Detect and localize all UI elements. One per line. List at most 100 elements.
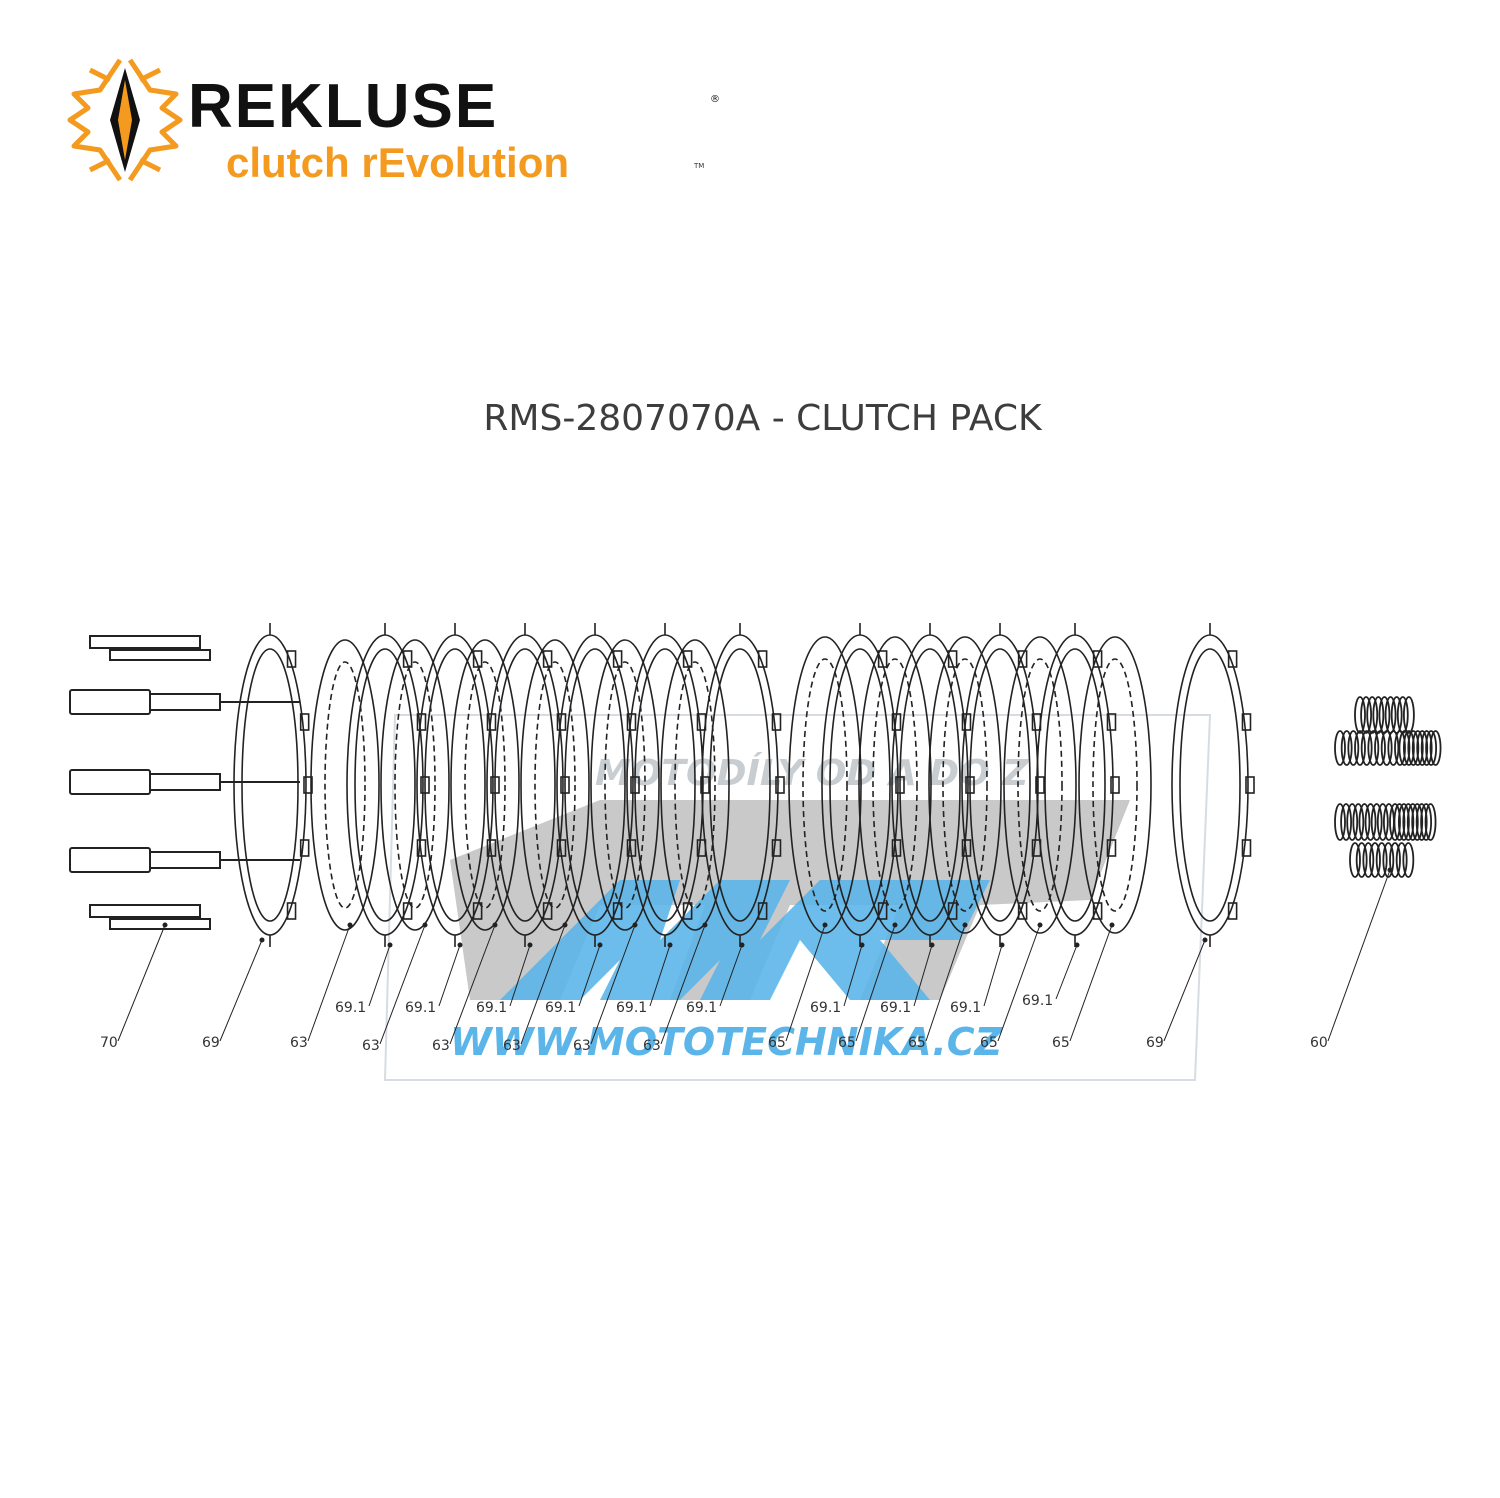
spring-3-coil-3 (1407, 730, 1420, 766)
plate-69-1b-3-inner (1044, 648, 1106, 922)
plate-63-5-inner (674, 661, 716, 909)
plate-63-2 (450, 639, 520, 931)
plate-69-1b-3-tab-4 (1092, 902, 1103, 920)
plate-69-1b-2 (961, 623, 1045, 947)
spring-4-coil-7 (1376, 803, 1389, 841)
spring-5-coil-4 (1406, 803, 1419, 841)
plate-69-1-0-inner (354, 648, 416, 922)
leader-dot-c691f (739, 942, 745, 948)
callout-c63c: 63 (432, 1038, 450, 1054)
spring-4-coil-1 (1340, 803, 1353, 841)
spring-6-coil-1 (1355, 842, 1368, 878)
spring-3-coil-8 (1429, 730, 1442, 766)
callout-c691j: 69.1 (1022, 993, 1053, 1009)
leader-dot-c63f (702, 922, 708, 928)
plate-69-1-0-outer (346, 634, 424, 936)
plate-69-1-0-tab-4 (402, 902, 413, 920)
block-tab-1 (149, 773, 221, 791)
spring-2-coil-8 (1387, 730, 1400, 766)
plate-69-1b-3-tab-1 (1106, 713, 1117, 731)
leader-c65d (997, 924, 1041, 1042)
leader-c63e (590, 924, 636, 1045)
part-60-springs (1334, 696, 1442, 878)
part-70-spring-blocks (69, 635, 300, 930)
callout-c691g: 69.1 (810, 1000, 841, 1016)
callout-c69b: 69 (1146, 1035, 1164, 1051)
leader-c691h (913, 944, 933, 1007)
spring-4-coil-6 (1370, 803, 1383, 841)
plate-69-1-5 (701, 623, 785, 947)
plate-65-4-outer (1078, 636, 1152, 934)
leader-c691f (719, 944, 743, 1007)
spring-6 (1349, 842, 1415, 878)
plate-65-0-inner (802, 658, 848, 912)
spring-4-coil-2 (1346, 803, 1359, 841)
leader-c63f (660, 924, 706, 1045)
callout-c65b: 65 (838, 1035, 856, 1051)
callout-c65a: 65 (768, 1035, 786, 1051)
callout-c691c: 69.1 (476, 1000, 507, 1016)
plate-65-3 (1003, 636, 1077, 934)
plate-69-right-tab-4 (1227, 902, 1238, 920)
plate-69-1b-0-tab-0 (877, 650, 888, 668)
plate-69-left-tab-3 (299, 839, 310, 857)
callout-c691e: 69.1 (616, 1000, 647, 1016)
plate-63-1 (380, 639, 450, 931)
leader-c691c (509, 944, 531, 1007)
leader-dot-c70 (162, 922, 168, 928)
spring-5-coil-5 (1411, 803, 1424, 841)
block-tab-0 (149, 693, 221, 711)
callout-c70: 70 (100, 1035, 118, 1051)
spring-6-coil-6 (1389, 842, 1401, 878)
small-block-b-0 (109, 649, 211, 661)
plate-69-1b-1 (891, 623, 975, 947)
plate-69-right-inner (1179, 648, 1241, 922)
spring-5 (1389, 803, 1437, 841)
plate-65-3-inner (1017, 658, 1063, 912)
callout-c691d: 69.1 (545, 1000, 576, 1016)
leader-c691d (578, 944, 601, 1007)
leader-c65a (785, 924, 826, 1042)
spring-3-coil-6 (1420, 730, 1433, 766)
rekluse-logo: REKLUSE ® clutch rEvolution TM (60, 50, 740, 190)
block-2 (69, 847, 151, 873)
plate-69-left-outer (233, 634, 307, 936)
plate-69-1-5-tab-1 (771, 713, 782, 731)
leader-dot-c65d (1037, 922, 1043, 928)
plate-69-1-4-inner (634, 648, 696, 922)
spring-3-coil-4 (1411, 730, 1424, 766)
plate-65-4 (1078, 636, 1152, 934)
spring-2-coil-4 (1360, 730, 1373, 766)
plate-65-2-inner (942, 658, 988, 912)
plate-69-1b-2-tab-2 (1035, 776, 1045, 794)
spring-5-coil-2 (1397, 803, 1410, 841)
leader-c691j (1055, 944, 1078, 1000)
leader-c691g (843, 944, 863, 1007)
spring-2-coil-1 (1340, 730, 1353, 766)
plate-63-3-inner (534, 661, 576, 909)
spring-6-coil-7 (1395, 842, 1408, 878)
spring-1-coil-5 (1384, 696, 1397, 734)
callout-c63b: 63 (362, 1038, 380, 1054)
spring-6-coil-0 (1349, 842, 1361, 878)
callout-c691b: 69.1 (405, 1000, 436, 1016)
leader-dot-c63d (562, 922, 568, 928)
leader-c69a (219, 939, 263, 1042)
plate-69-1b-1-tab-0 (947, 650, 958, 668)
leader-dot-c691d (597, 942, 603, 948)
plate-69-1-3-tab-0 (612, 650, 623, 668)
spring-5-coil-3 (1402, 803, 1415, 841)
leader-c691a (368, 944, 391, 1007)
plate-63-2-inner (464, 661, 506, 909)
leader-c691i (983, 944, 1003, 1007)
trademark-mark: TM (694, 162, 705, 170)
leader-dot-c63a (347, 922, 353, 928)
plate-63-3 (520, 639, 590, 931)
leader-c65b (855, 924, 896, 1042)
plate-65-0 (788, 636, 862, 934)
plate-63-4-inner (604, 661, 646, 909)
plate-69-1-5-tab-0 (757, 650, 768, 668)
plate-69-1-2-tab-0 (542, 650, 553, 668)
plate-69-1-2-inner (494, 648, 556, 922)
mototechnika-watermark: MOTODÍLY OD A DO Z WWW.MOTOTECHNIKA.CZ (383, 714, 1212, 1081)
